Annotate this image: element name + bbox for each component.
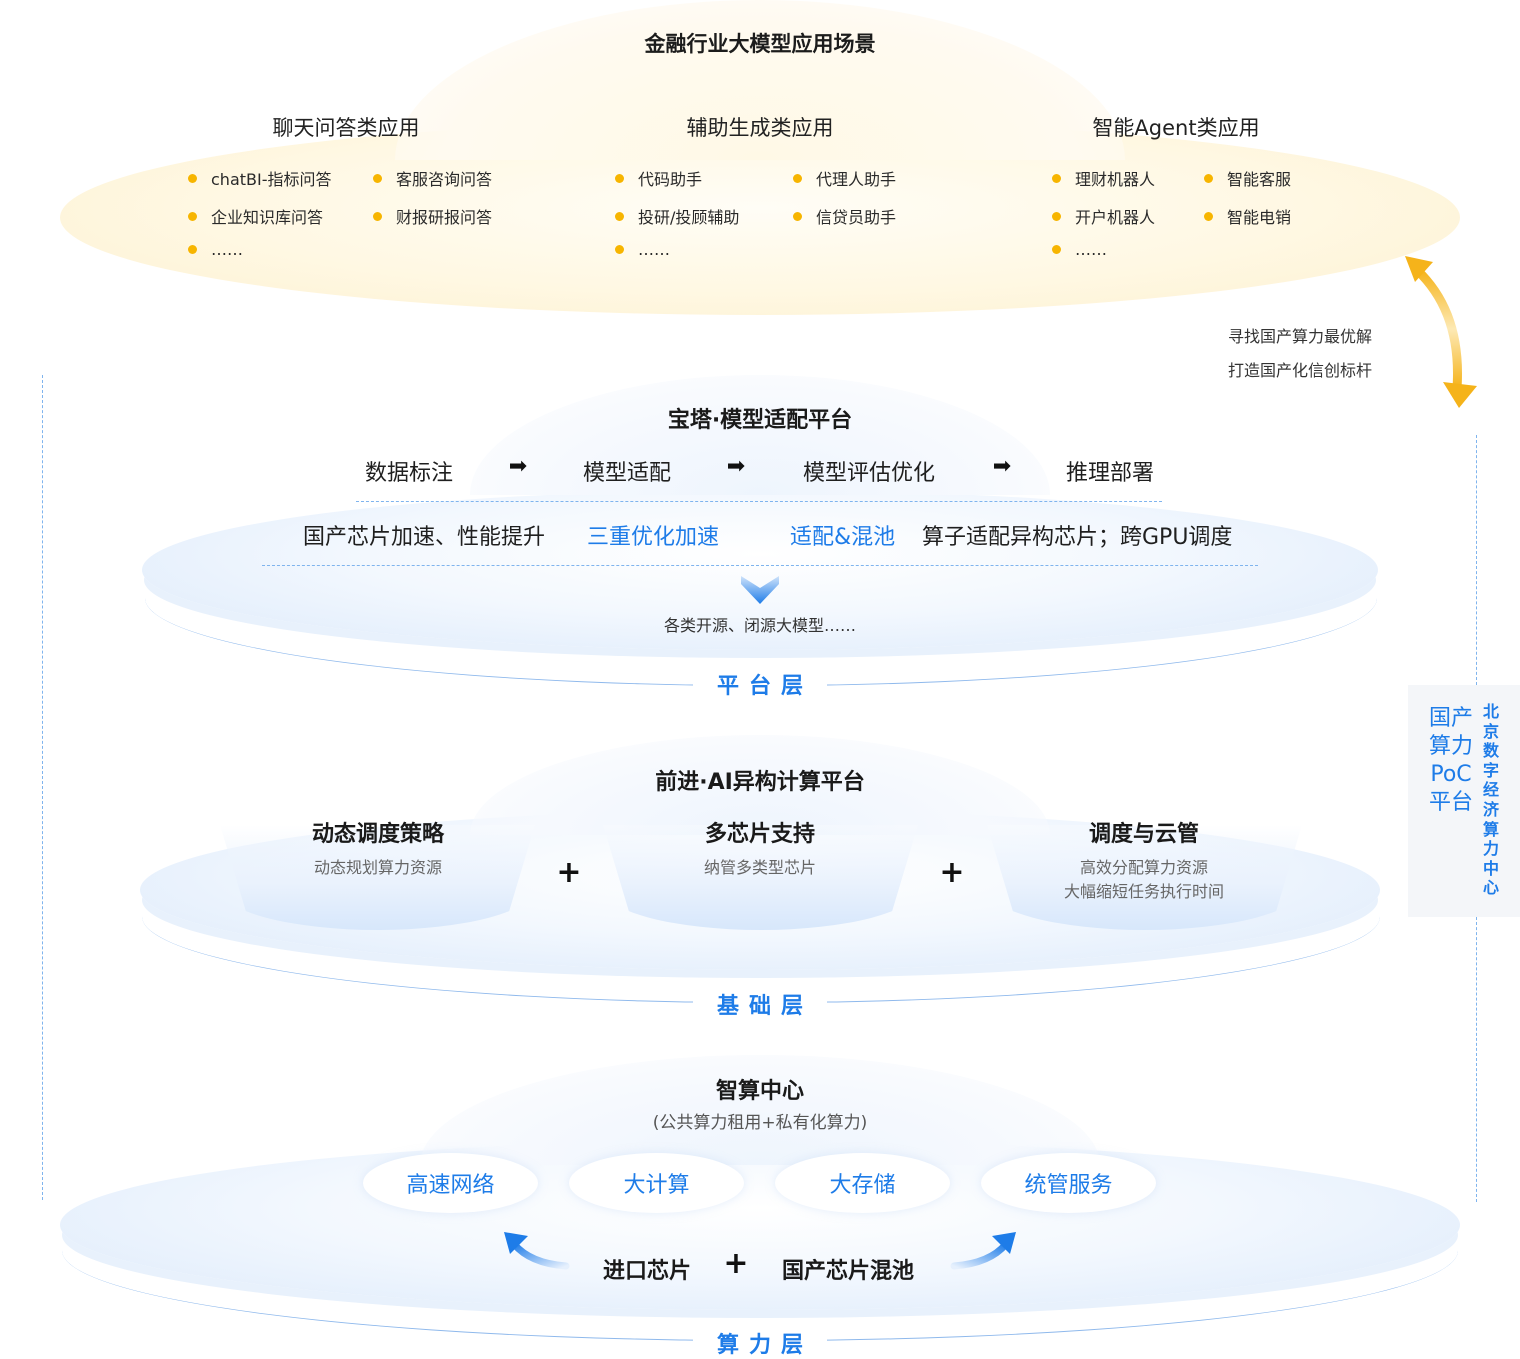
list-item: chatBI-指标问答	[188, 166, 332, 190]
list-item: 信贷员助手	[793, 204, 896, 228]
list-item: 代码助手	[615, 166, 702, 190]
bullet-dot-icon	[1052, 211, 1061, 221]
flow-step: 模型适配	[582, 461, 672, 486]
right-arrow-icon: ➡	[992, 454, 1012, 479]
right-dashed-border-bottom	[1476, 917, 1477, 1202]
side-note-1: 寻找国产算力最优解	[1228, 327, 1373, 346]
capability-pill: 大计算	[569, 1153, 744, 1213]
capability-pill: 高速网络	[363, 1153, 538, 1213]
bullet-dot-icon	[373, 173, 382, 183]
list-item: 智能客服	[1204, 166, 1291, 190]
bullet-dot-icon	[188, 211, 197, 221]
bullet-dot-icon	[615, 173, 624, 183]
bullet-dot-icon	[188, 245, 197, 254]
bullet-dot-icon	[615, 211, 624, 221]
plus-icon: +	[939, 855, 965, 890]
imported-chips-text: 进口芯片	[602, 1259, 692, 1284]
double-arrow-icon	[1405, 256, 1477, 408]
bullet-dot-icon	[373, 211, 382, 221]
card-background	[220, 825, 535, 930]
capability-pill: 统管服务	[981, 1153, 1156, 1213]
list-item: 企业知识库问答	[188, 204, 323, 228]
list-item: 代理人助手	[793, 166, 896, 190]
list-item: 开户机器人	[1052, 204, 1155, 228]
card-background	[987, 825, 1302, 930]
optimization-left-highlight: 三重优化加速	[587, 525, 720, 550]
dashed-divider	[262, 565, 1258, 566]
optimization-left-text: 国产芯片加速、性能提升	[303, 525, 546, 550]
domestic-chips-text: 国产芯片混池	[781, 1259, 915, 1284]
platform-dome	[470, 375, 1050, 495]
card-title: 动态调度策略	[311, 822, 445, 847]
right-dashed-border-top	[1476, 435, 1477, 685]
optimization-right-highlight: 适配&混池	[790, 525, 896, 550]
platform-layer-label: 平台层	[692, 668, 828, 700]
card-description: 高效分配算力资源	[1079, 858, 1209, 877]
foundation-layer-label: 基础层	[692, 988, 828, 1020]
bullet-dot-icon	[1052, 245, 1061, 254]
computing-center-label: 北京数字经济算力中心	[1482, 702, 1499, 898]
bullet-dot-icon	[615, 245, 624, 254]
bullet-dot-icon	[188, 173, 197, 183]
flow-step: 数据标注	[364, 461, 454, 486]
card-description: 大幅缩短任务执行时间	[1063, 882, 1225, 901]
list-item: ……	[188, 240, 243, 259]
poc-platform-label: 国产算力PoC平台	[1428, 706, 1473, 815]
models-text: 各类开源、闭源大模型……	[663, 616, 857, 635]
card-title: 多芯片支持	[704, 822, 816, 847]
list-item: 投研/投顾辅助	[615, 204, 739, 228]
curved-arrow-left-icon	[504, 1232, 570, 1270]
list-item: 客服咨询问答	[373, 166, 492, 190]
platform-ellipse	[142, 490, 1378, 650]
category-title-generation: 辅助生成类应用	[686, 116, 834, 140]
card-title: 调度与云管	[1088, 822, 1200, 847]
bullet-dot-icon	[1204, 211, 1213, 221]
scene-title: 金融行业大模型应用场景	[644, 32, 876, 56]
compute-layer-label: 算力层	[692, 1327, 828, 1359]
platform-title: 宝塔·模型适配平台	[667, 408, 853, 433]
bullet-dot-icon	[793, 211, 802, 221]
card-description: 动态规划算力资源	[313, 858, 443, 877]
bullet-dot-icon	[1052, 173, 1061, 183]
list-item: ……	[615, 240, 670, 259]
capability-pill: 大存储	[775, 1153, 950, 1213]
category-title-chat: 聊天问答类应用	[272, 116, 420, 140]
optimization-right-text: 算子适配异构芯片；跨GPU调度	[922, 525, 1233, 550]
bullet-dot-icon	[1204, 173, 1213, 183]
dashed-divider	[356, 501, 1162, 502]
left-dashed-border	[42, 375, 43, 1200]
card-background	[603, 825, 918, 930]
right-arrow-icon: ➡	[726, 454, 746, 479]
compute-title: 智算中心	[715, 1079, 805, 1104]
plus-icon: +	[723, 1246, 749, 1281]
card-description: 纳管多类型芯片	[703, 858, 817, 877]
flow-step: 模型评估优化	[802, 461, 936, 486]
side-panel	[1408, 685, 1520, 917]
bullet-dot-icon	[793, 173, 802, 183]
category-title-agent: 智能Agent类应用	[1092, 116, 1260, 140]
right-arrow-icon: ➡	[508, 454, 528, 479]
down-arrow-icon	[741, 576, 779, 604]
compute-subtitle: (公共算力租用+私有化算力)	[652, 1113, 868, 1133]
list-item: 财报研报问答	[373, 204, 492, 228]
list-item: 理财机器人	[1052, 166, 1155, 190]
list-item: ……	[1052, 240, 1107, 259]
foundation-title: 前进·AI异构计算平台	[655, 770, 865, 795]
flow-step: 推理部署	[1065, 461, 1155, 486]
plus-icon: +	[556, 855, 582, 890]
list-item: 智能电销	[1204, 204, 1291, 228]
compute-ellipse	[60, 1140, 1460, 1310]
curved-arrow-right-icon	[950, 1232, 1016, 1270]
side-note-2: 打造国产化信创标杆	[1228, 361, 1373, 380]
